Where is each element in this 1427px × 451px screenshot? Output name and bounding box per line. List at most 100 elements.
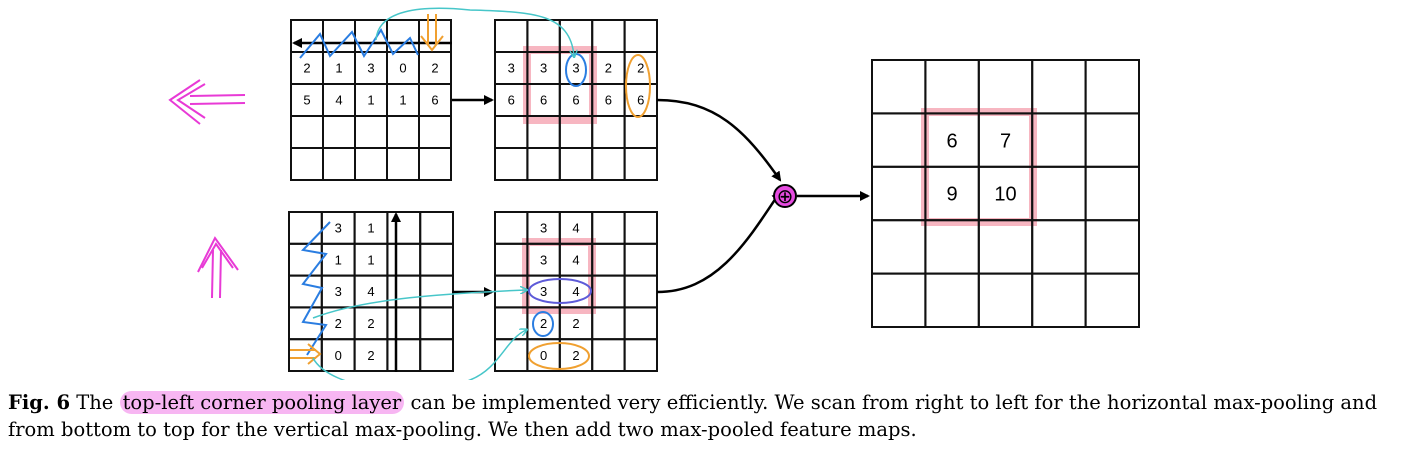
cell-value: 3 [540, 252, 547, 267]
grid-cell [871, 272, 927, 329]
grid-cell [623, 211, 658, 245]
cell-value: 6 [605, 93, 612, 108]
grid-cell [591, 211, 626, 245]
cell-value: 1 [335, 61, 342, 76]
cell-value: 4 [572, 252, 579, 267]
figure-caption: Fig. 6 The top-left corner pooling layer… [8, 389, 1424, 443]
cell-value: 3 [335, 221, 342, 236]
grid-cell [1031, 59, 1087, 115]
grid-cell [1084, 272, 1140, 329]
arrow-top-output-to-sum [656, 98, 782, 182]
grid-cell [977, 272, 1034, 329]
cell-value: 1 [367, 252, 374, 267]
grid-cell [494, 147, 529, 181]
circle-three-four-icon [528, 278, 592, 304]
grid-cell [386, 242, 422, 277]
grid-cell [418, 147, 452, 181]
cell-value: 2 [367, 316, 374, 331]
grid-cell [591, 274, 626, 309]
cell-value: 2 [431, 61, 438, 76]
cell-value: 5 [303, 93, 310, 108]
up-direction-arrow-icon [197, 236, 239, 299]
left-direction-arrow-icon [168, 79, 246, 125]
cell-value: 6 [540, 93, 547, 108]
grid-cell [494, 115, 529, 149]
grid-cell [623, 115, 658, 149]
start-marker-bottom-icon [290, 343, 322, 365]
cell-value: 3 [540, 61, 547, 76]
grid-cell [623, 306, 658, 341]
start-marker-top-icon [420, 14, 444, 52]
grid-cell [288, 338, 323, 373]
cell-value: 1 [367, 93, 374, 108]
grid-cell [354, 115, 388, 149]
grid-cell [977, 59, 1034, 115]
cell-value: 3 [572, 61, 579, 76]
grid-cell [288, 211, 323, 245]
cell-value: 4 [572, 284, 579, 299]
sum-node-icon [773, 184, 797, 208]
grid-cell [591, 306, 626, 341]
grid-cell [322, 147, 356, 181]
grid-cell [419, 306, 455, 341]
cyan-link-top-icon [375, 7, 574, 56]
circle-right-column-icon [625, 54, 651, 118]
grid-cell [386, 211, 422, 245]
cell-value: 2 [367, 348, 374, 363]
grid-cell [322, 115, 356, 149]
cell-value: 6 [947, 130, 958, 152]
grid-cell [591, 242, 626, 277]
cell-value: 4 [335, 93, 342, 108]
cell-value: 2 [605, 61, 612, 76]
grid-cell [623, 19, 658, 53]
cell-value: 7 [1000, 130, 1011, 152]
cell-value: 1 [335, 252, 342, 267]
cell-value: 2 [572, 316, 579, 331]
grid-cell [924, 272, 980, 329]
grid-cell [871, 112, 927, 168]
grid-cell [386, 115, 420, 149]
grid-cell [290, 115, 324, 149]
grid-cell [591, 19, 626, 53]
grid-cell [591, 147, 626, 181]
grid-cell [1031, 165, 1087, 222]
cell-value: 3 [508, 61, 515, 76]
grid-cell [924, 219, 980, 275]
grid-cell [558, 147, 594, 181]
cell-value: 2 [303, 61, 310, 76]
grid-cell [526, 147, 561, 181]
grid-cell [1031, 272, 1087, 329]
cell-value: 0 [540, 348, 547, 363]
grid-cell [977, 219, 1034, 275]
zigzag-horizontal-icon [299, 27, 419, 59]
cell-value: 4 [572, 221, 579, 236]
cell-value: 3 [540, 221, 547, 236]
caption-label: Fig. 6 [8, 391, 71, 414]
grid-cell [924, 59, 980, 115]
grid-cell [290, 147, 324, 181]
circle-bottom-row-icon [528, 342, 590, 370]
grid-cell [386, 338, 422, 373]
grid-cell [623, 147, 658, 181]
cell-value: 3 [335, 284, 342, 299]
grid-cell [623, 274, 658, 309]
grid-cell [1084, 59, 1140, 115]
grid-cell [494, 19, 529, 53]
cyan-link-bottom-a-icon [312, 290, 526, 319]
cell-value: 2 [335, 316, 342, 331]
cell-value: 1 [367, 221, 374, 236]
arrow-bottom-output-to-sum [656, 190, 782, 294]
grid-cell [419, 211, 455, 245]
cell-value: 9 [947, 184, 958, 206]
cell-value: 2 [572, 348, 579, 363]
grid-cell [354, 147, 388, 181]
grid-cell [871, 165, 927, 222]
circle-two-icon [532, 311, 554, 337]
cell-value: 2 [637, 61, 644, 76]
cell-value: 0 [399, 61, 406, 76]
